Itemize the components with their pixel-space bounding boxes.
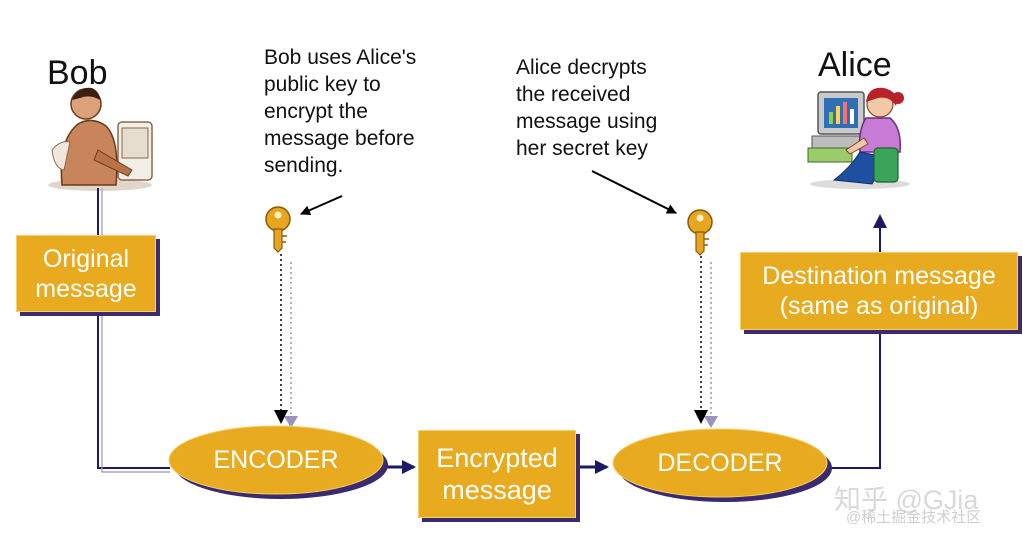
watermark-sub: @稀土掘金技术社区 [846,509,982,526]
decrypt-note: Alice decrypts the received message usin… [516,56,658,160]
secret-key-icon [687,209,713,256]
man-at-computer-icon [48,87,153,191]
public-key-icon [265,206,291,253]
encrypted-message-box: Encrypted message [418,430,576,518]
decrypt-note-arrow [591,170,677,214]
encoder-node [168,425,384,495]
woman-at-computer-icon [807,87,910,189]
encrypt-note: Bob uses Alice's public key to encrypt t… [264,46,417,177]
bob-to-encoder-connector [97,188,170,473]
destination-message-box: Destination message (same as original) [740,252,1018,330]
secret-key-to-decoder-arrow [694,256,718,428]
original-message-box: Original message [16,235,156,312]
alice-name: Alice [818,46,892,84]
encrypt-note-arrow [300,195,343,215]
watermark-main: 知乎 @GJia [834,485,979,515]
bob-name: Bob [47,54,108,92]
decoder-node [612,428,828,498]
decoder-label: DECODER [657,448,783,477]
decoder-to-alice-connector [826,214,887,469]
public-key-to-encoder-arrow [274,254,298,428]
encoder-label: ENCODER [213,445,339,474]
